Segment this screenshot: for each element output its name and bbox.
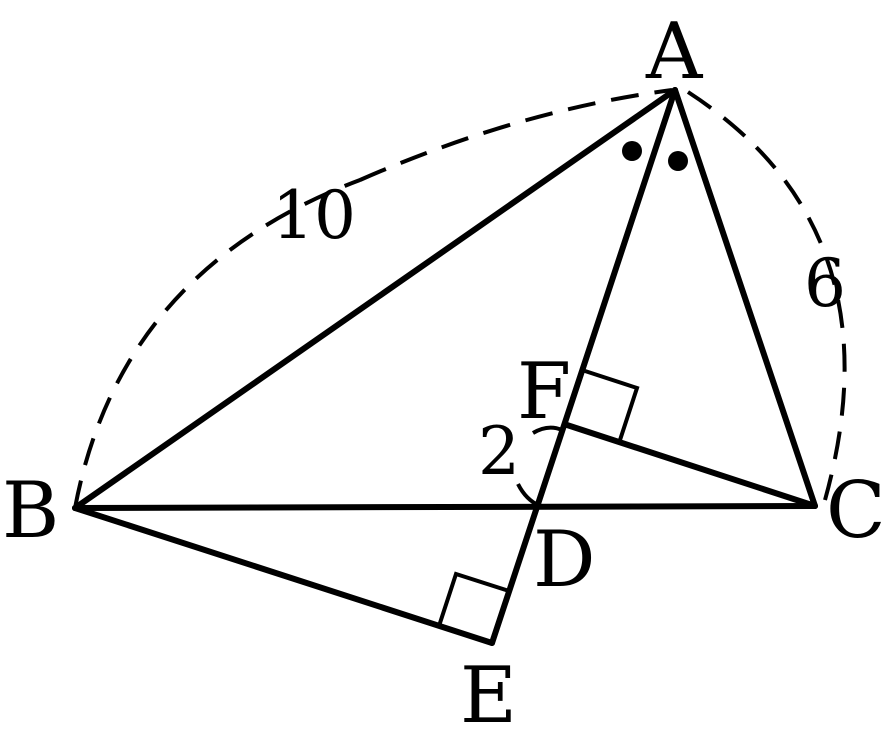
vertex-label-c: C [826,466,886,556]
right-angle-marker-e [437,571,510,627]
vertex-label-d: D [533,515,596,605]
angle-mark-dot-right [668,151,688,171]
segment-ae [489,87,678,646]
segment-ab [72,87,678,511]
segment-cf [564,422,818,509]
segment-ac [672,87,818,509]
vertex-label-e: E [460,651,517,741]
arc-ab-measure [73,88,673,509]
vertex-label-b: B [2,466,59,556]
fd-tick-bottom [516,483,541,508]
fd-tick-top [531,425,563,435]
right-angle-marker-f [584,369,640,441]
segment-be [72,505,495,646]
segment-bc [72,503,818,511]
length-label-fd: 2 [478,413,520,490]
vertex-label-a: A [645,7,704,97]
arc-ac-measure [686,90,847,501]
length-label-ab: 10 [272,177,356,254]
length-label-ac: 6 [804,245,846,322]
vertex-label-f: F [517,347,571,437]
angle-mark-dot-left [622,141,642,161]
